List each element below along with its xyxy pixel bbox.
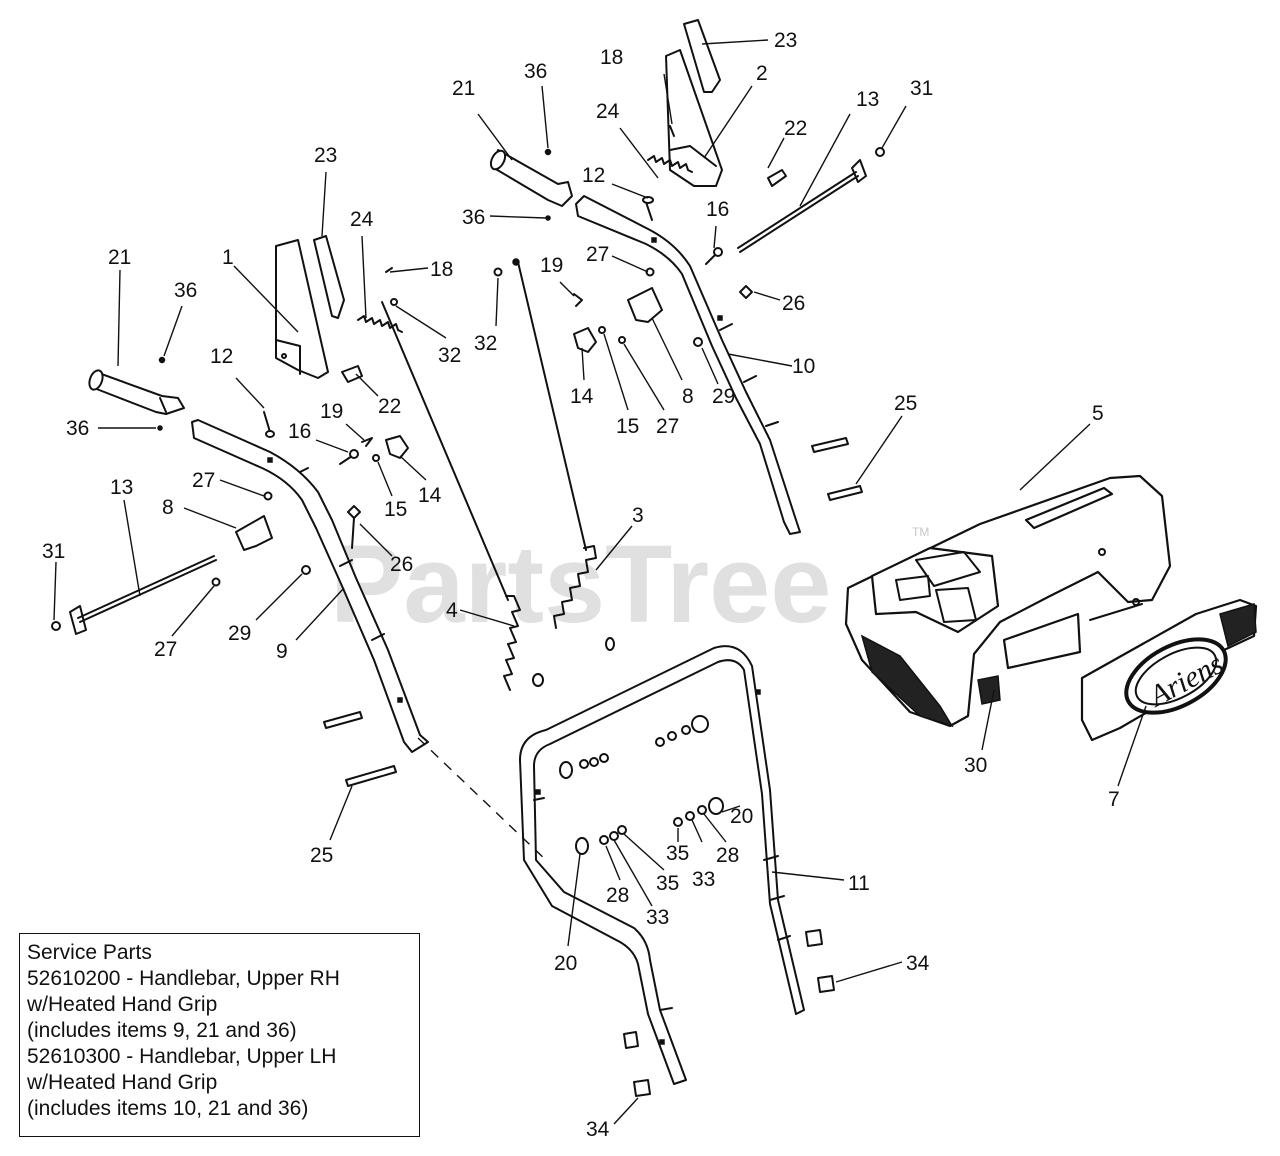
- callout-28: 28: [716, 844, 739, 867]
- lower-hardware: [559, 715, 835, 1097]
- callout-24: 24: [596, 100, 620, 123]
- callout-15: 15: [384, 498, 407, 521]
- callout-33: 33: [646, 906, 669, 929]
- callout-25: 25: [894, 392, 917, 415]
- right-spring: [647, 155, 693, 173]
- callout-22: 22: [784, 117, 807, 140]
- chute-cable: [381, 301, 544, 691]
- callout-23: 23: [314, 144, 337, 167]
- service-part-line: 52610300 - Handlebar, Upper LH: [27, 1045, 337, 1068]
- right-knob: [573, 327, 597, 353]
- callout-31: 31: [910, 77, 933, 100]
- callout-8: 8: [682, 385, 694, 408]
- service-part-line: w/Heated Hand Grip: [27, 993, 218, 1016]
- callout-35: 35: [666, 842, 689, 865]
- callout-34: 34: [906, 952, 930, 975]
- watermark-tm: TM: [912, 525, 929, 539]
- callout-36: 36: [524, 60, 547, 83]
- logo-panel: Ariens: [1080, 598, 1258, 742]
- callout-26: 26: [390, 553, 413, 576]
- callout-35: 35: [656, 872, 679, 895]
- left-knob: [385, 435, 409, 459]
- callout-29: 29: [228, 622, 251, 645]
- callout-20: 20: [554, 952, 577, 975]
- callout-24: 24: [350, 208, 374, 231]
- callout-8: 8: [162, 496, 174, 519]
- callout-3: 3: [632, 504, 644, 527]
- dash-panel-housing: [844, 474, 1172, 728]
- right-grip-cover: [683, 19, 721, 93]
- right-hand-grip: [489, 149, 573, 207]
- right-lever-block: [627, 287, 663, 323]
- callout-4: 4: [446, 599, 458, 622]
- callout-31: 31: [42, 540, 65, 563]
- left-upper-handlebar: [191, 419, 429, 753]
- callout-5: 5: [1092, 402, 1104, 425]
- auger-cable: [512, 258, 615, 651]
- callout-12: 12: [582, 164, 605, 187]
- callout-36: 36: [462, 206, 485, 229]
- callout-27: 27: [192, 469, 215, 492]
- service-part-line: w/Heated Hand Grip: [27, 1071, 218, 1094]
- callout-28: 28: [606, 884, 629, 907]
- left-control-housing: [275, 239, 329, 379]
- callout-32: 32: [438, 344, 461, 367]
- callout-20: 20: [730, 805, 753, 828]
- service-parts-note: Service Parts 52610200 - Handlebar, Uppe…: [19, 933, 420, 1137]
- left-hand-grip: [88, 369, 185, 415]
- alignment-line: [417, 737, 549, 863]
- leader-lines: [53, 39, 1147, 1125]
- right-drive-rod: [737, 159, 867, 253]
- callout-18: 18: [600, 46, 623, 69]
- left-grip-cover: [313, 235, 345, 319]
- callout-34: 34: [586, 1118, 610, 1141]
- left-lever-block: [235, 515, 273, 551]
- service-part-line: (includes items 10, 21 and 36): [27, 1097, 309, 1120]
- callout-2: 2: [756, 62, 768, 85]
- service-parts-heading: Service Parts: [27, 941, 152, 964]
- callout-29: 29: [712, 385, 735, 408]
- service-part-line: (includes items 9, 21 and 36): [27, 1019, 297, 1042]
- left-spring: [357, 315, 403, 333]
- callout-9: 9: [276, 640, 288, 663]
- callout-30: 30: [964, 754, 987, 777]
- callout-19: 19: [540, 254, 563, 277]
- callout-22: 22: [378, 395, 401, 418]
- callout-18: 18: [430, 258, 453, 281]
- callout-21: 21: [452, 77, 475, 100]
- service-part-line: 52610200 - Handlebar, Upper RH: [27, 967, 340, 990]
- left-drive-rod: [69, 555, 217, 635]
- callout-21: 21: [108, 246, 131, 269]
- callout-14: 14: [570, 385, 594, 408]
- callout-11: 11: [848, 872, 870, 895]
- callout-36: 36: [66, 417, 89, 440]
- callout-14: 14: [418, 484, 442, 507]
- callout-16: 16: [706, 198, 729, 221]
- callout-19: 19: [320, 400, 343, 423]
- callout-32: 32: [474, 332, 497, 355]
- callout-33: 33: [692, 868, 715, 891]
- callout-27: 27: [586, 243, 609, 266]
- callout-10: 10: [792, 355, 815, 378]
- right-upper-handlebar: [575, 195, 801, 535]
- callout-15: 15: [616, 415, 639, 438]
- callout-36: 36: [174, 279, 197, 302]
- right-hardware: [493, 125, 885, 501]
- callout-16: 16: [288, 420, 311, 443]
- callout-7: 7: [1108, 788, 1120, 811]
- callout-27: 27: [154, 638, 177, 661]
- lower-handlebar: [519, 645, 805, 1085]
- callout-26: 26: [782, 292, 805, 315]
- callout-12: 12: [210, 345, 233, 368]
- callout-25: 25: [310, 844, 333, 867]
- left-hardware: [51, 267, 398, 787]
- callout-1: 1: [222, 246, 234, 269]
- callout-23: 23: [774, 29, 797, 52]
- callout-13: 13: [856, 88, 879, 111]
- callout-13: 13: [110, 476, 133, 499]
- callout-numbers: 23 18 36 21 2 13 31 24 22 12 16 36 23 24…: [42, 29, 1120, 1141]
- callout-27: 27: [656, 415, 679, 438]
